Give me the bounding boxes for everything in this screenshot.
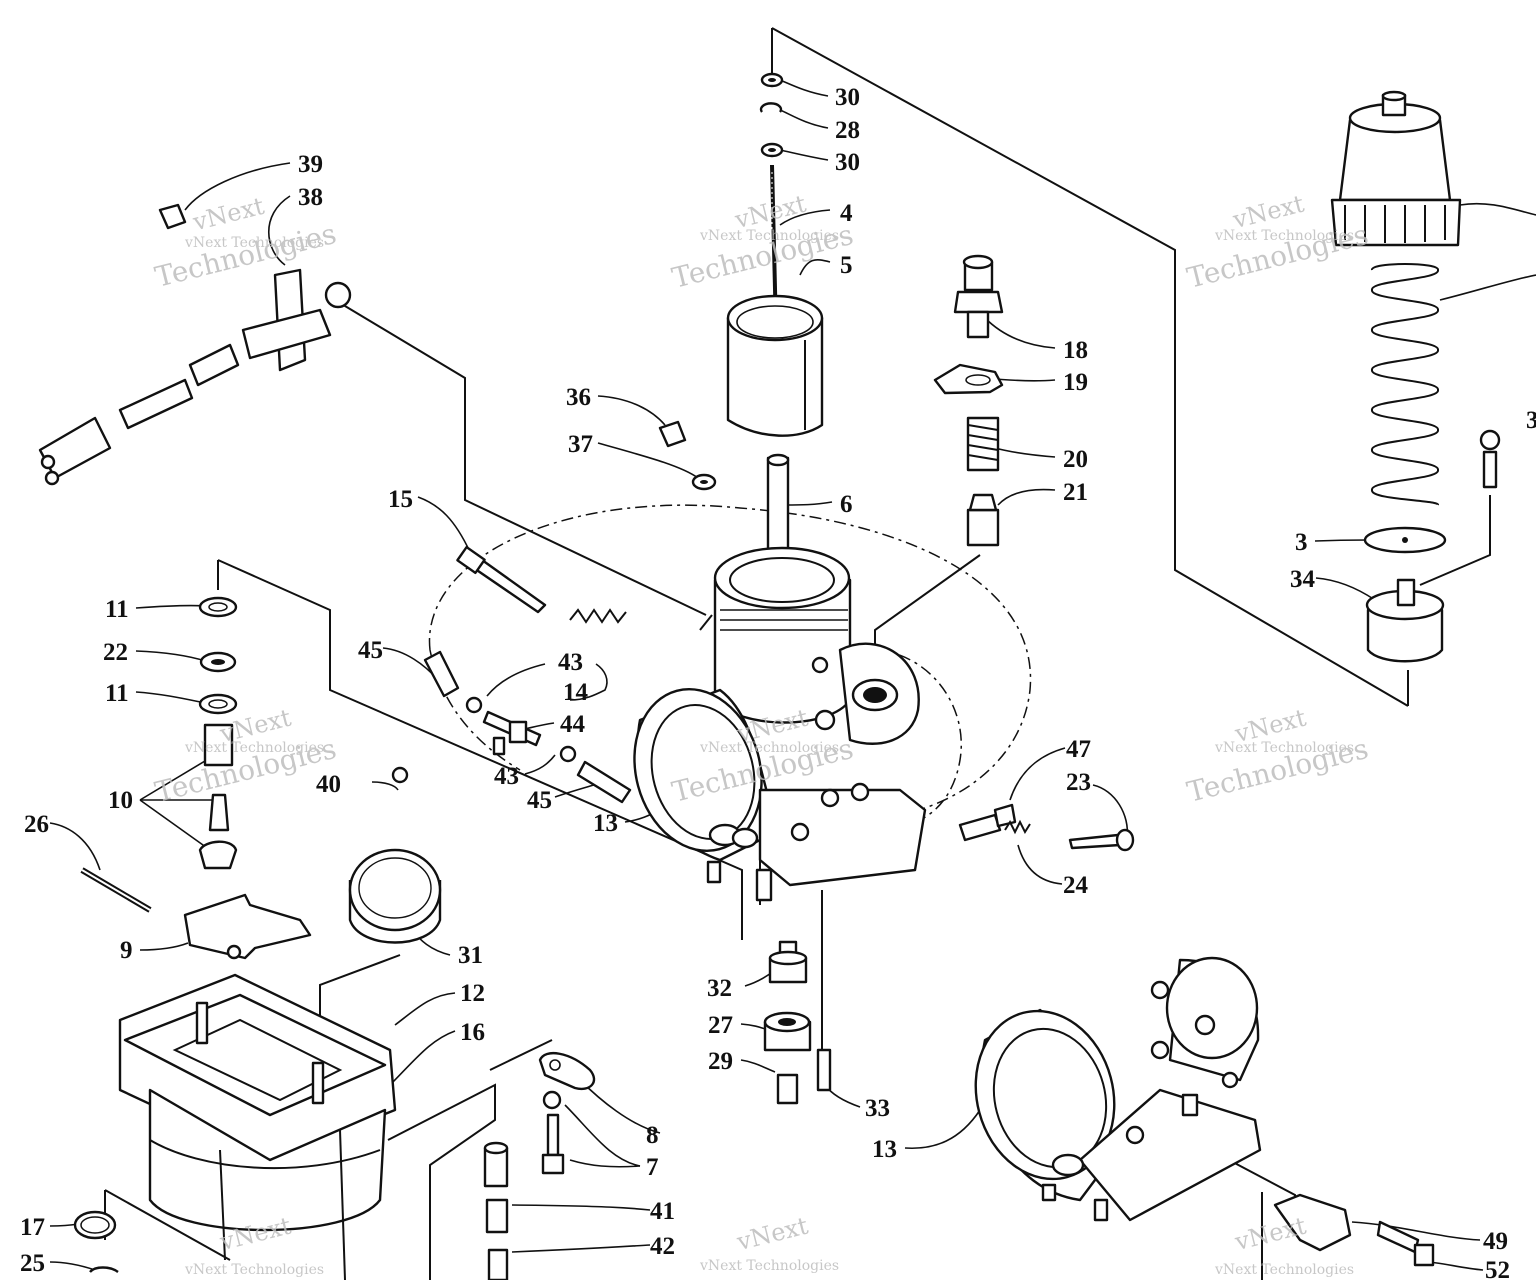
callout-13: 13 <box>593 810 618 837</box>
svg-text:vNext: vNext <box>733 1211 811 1256</box>
o-ring <box>73 1210 119 1274</box>
callout-28: 28 <box>835 117 860 144</box>
needle-clip-stack <box>759 72 784 158</box>
callout-32: 32 <box>707 975 732 1002</box>
throttle-slide <box>726 294 824 437</box>
callout-34: 34 <box>1290 566 1316 593</box>
callout-49: 49 <box>1483 1228 1508 1255</box>
hose-tee-fitting <box>465 696 632 804</box>
callout-42: 42 <box>650 1233 675 1260</box>
callout-41: 41 <box>650 1198 675 1225</box>
callout-22: 22 <box>103 639 128 666</box>
callout-10: 10 <box>108 787 133 814</box>
callout-44: 44 <box>560 711 586 738</box>
leader-lines <box>49 79 1484 1271</box>
callout-36: 36 <box>566 384 591 411</box>
svg-text:vNext Technologies: vNext Technologies <box>699 740 839 756</box>
callout-43: 43 <box>558 649 583 676</box>
callout-18: 18 <box>1063 337 1088 364</box>
callout-21: 21 <box>1063 479 1088 506</box>
callout-23: 23 <box>1066 769 1091 796</box>
callout-11: 11 <box>105 596 129 623</box>
callout-27: 27 <box>708 1012 733 1039</box>
callout-29: 29 <box>708 1048 733 1075</box>
linkage-dash-inner <box>849 648 962 821</box>
svg-text:vNext Technologies: vNext Technologies <box>1214 740 1354 756</box>
carb-body-alternate-view <box>974 956 1262 1222</box>
svg-text:vNext Technologies: vNext Technologies <box>1214 228 1354 244</box>
idle-screw-assembly <box>958 803 1135 852</box>
callout-52: 52 <box>1485 1257 1510 1280</box>
carb-top-cap-and-spring <box>1330 90 1536 663</box>
mixing-chamber-body <box>633 453 927 902</box>
callout-30: 30 <box>835 149 860 176</box>
callout-7: 7 <box>646 1154 659 1181</box>
callout-45: 45 <box>358 637 383 664</box>
float-bowl <box>118 973 397 1280</box>
callout-17: 17 <box>20 1214 45 1241</box>
callout-20: 20 <box>1063 446 1088 473</box>
throttle-position-sensor <box>38 203 352 486</box>
callout-47: 47 <box>1066 736 1091 763</box>
svg-text:vNext Technologies: vNext Technologies <box>699 228 839 244</box>
svg-text:vNext Technologies: vNext Technologies <box>184 740 324 756</box>
svg-text:Technologies: Technologies <box>152 217 340 294</box>
callout-31: 31 <box>458 942 483 969</box>
callout-12: 12 <box>460 980 485 1007</box>
float-arm <box>183 893 312 960</box>
callout-4: 4 <box>840 200 853 227</box>
callout-37: 37 <box>568 431 593 458</box>
svg-text:vNext: vNext <box>1231 1211 1309 1256</box>
float-valve-assembly <box>933 254 1004 547</box>
callout-39: 39 <box>298 151 323 178</box>
main-jet-parts <box>763 940 812 1105</box>
callout-16: 16 <box>460 1019 485 1046</box>
callout-24: 24 <box>1063 872 1089 899</box>
svg-text:vNext Technologies: vNext Technologies <box>184 235 324 251</box>
svg-text:vNext Technologies: vNext Technologies <box>699 1258 839 1274</box>
callout-25: 25 <box>20 1250 45 1277</box>
svg-text:vNext Technologies: vNext Technologies <box>1214 1262 1354 1278</box>
callout-26: 26 <box>24 811 49 838</box>
callout-8: 8 <box>646 1122 659 1149</box>
callout-15: 15 <box>388 486 413 513</box>
callout-labels: 30 28 30 4 5 39 38 18 19 20 21 36 37 6 1… <box>20 84 1536 1280</box>
callout-33: 33 <box>865 1095 890 1122</box>
svg-text:vNext: vNext <box>189 192 267 237</box>
callout-6: 6 <box>840 491 853 518</box>
sleeve-fittings <box>483 1141 509 1280</box>
throttle-stop-screw <box>1273 1193 1435 1267</box>
svg-text:vNext Technologies: vNext Technologies <box>184 1262 324 1278</box>
drain-screw <box>816 1048 832 1092</box>
callout-3: 3 <box>1295 529 1308 556</box>
callout-30: 30 <box>835 84 860 111</box>
pilot-screw-and-spring <box>456 545 627 624</box>
callout-14: 14 <box>563 679 589 706</box>
cover-plate-and-screw <box>538 1052 596 1175</box>
callout-3-right: 3 <box>1526 407 1536 434</box>
float-pin <box>80 867 152 913</box>
callout-13: 13 <box>872 1136 897 1163</box>
needle-jet-stack <box>198 596 238 870</box>
fuel-hose-upper <box>423 650 460 698</box>
callout-45: 45 <box>527 787 552 814</box>
callout-43: 43 <box>494 763 519 790</box>
callout-5: 5 <box>840 252 853 279</box>
callout-11: 11 <box>105 680 129 707</box>
callout-40: 40 <box>316 771 341 798</box>
callout-19: 19 <box>1063 369 1088 396</box>
callout-38: 38 <box>298 184 323 211</box>
callout-9: 9 <box>120 937 133 964</box>
air-screw <box>658 420 717 491</box>
float <box>348 766 442 944</box>
